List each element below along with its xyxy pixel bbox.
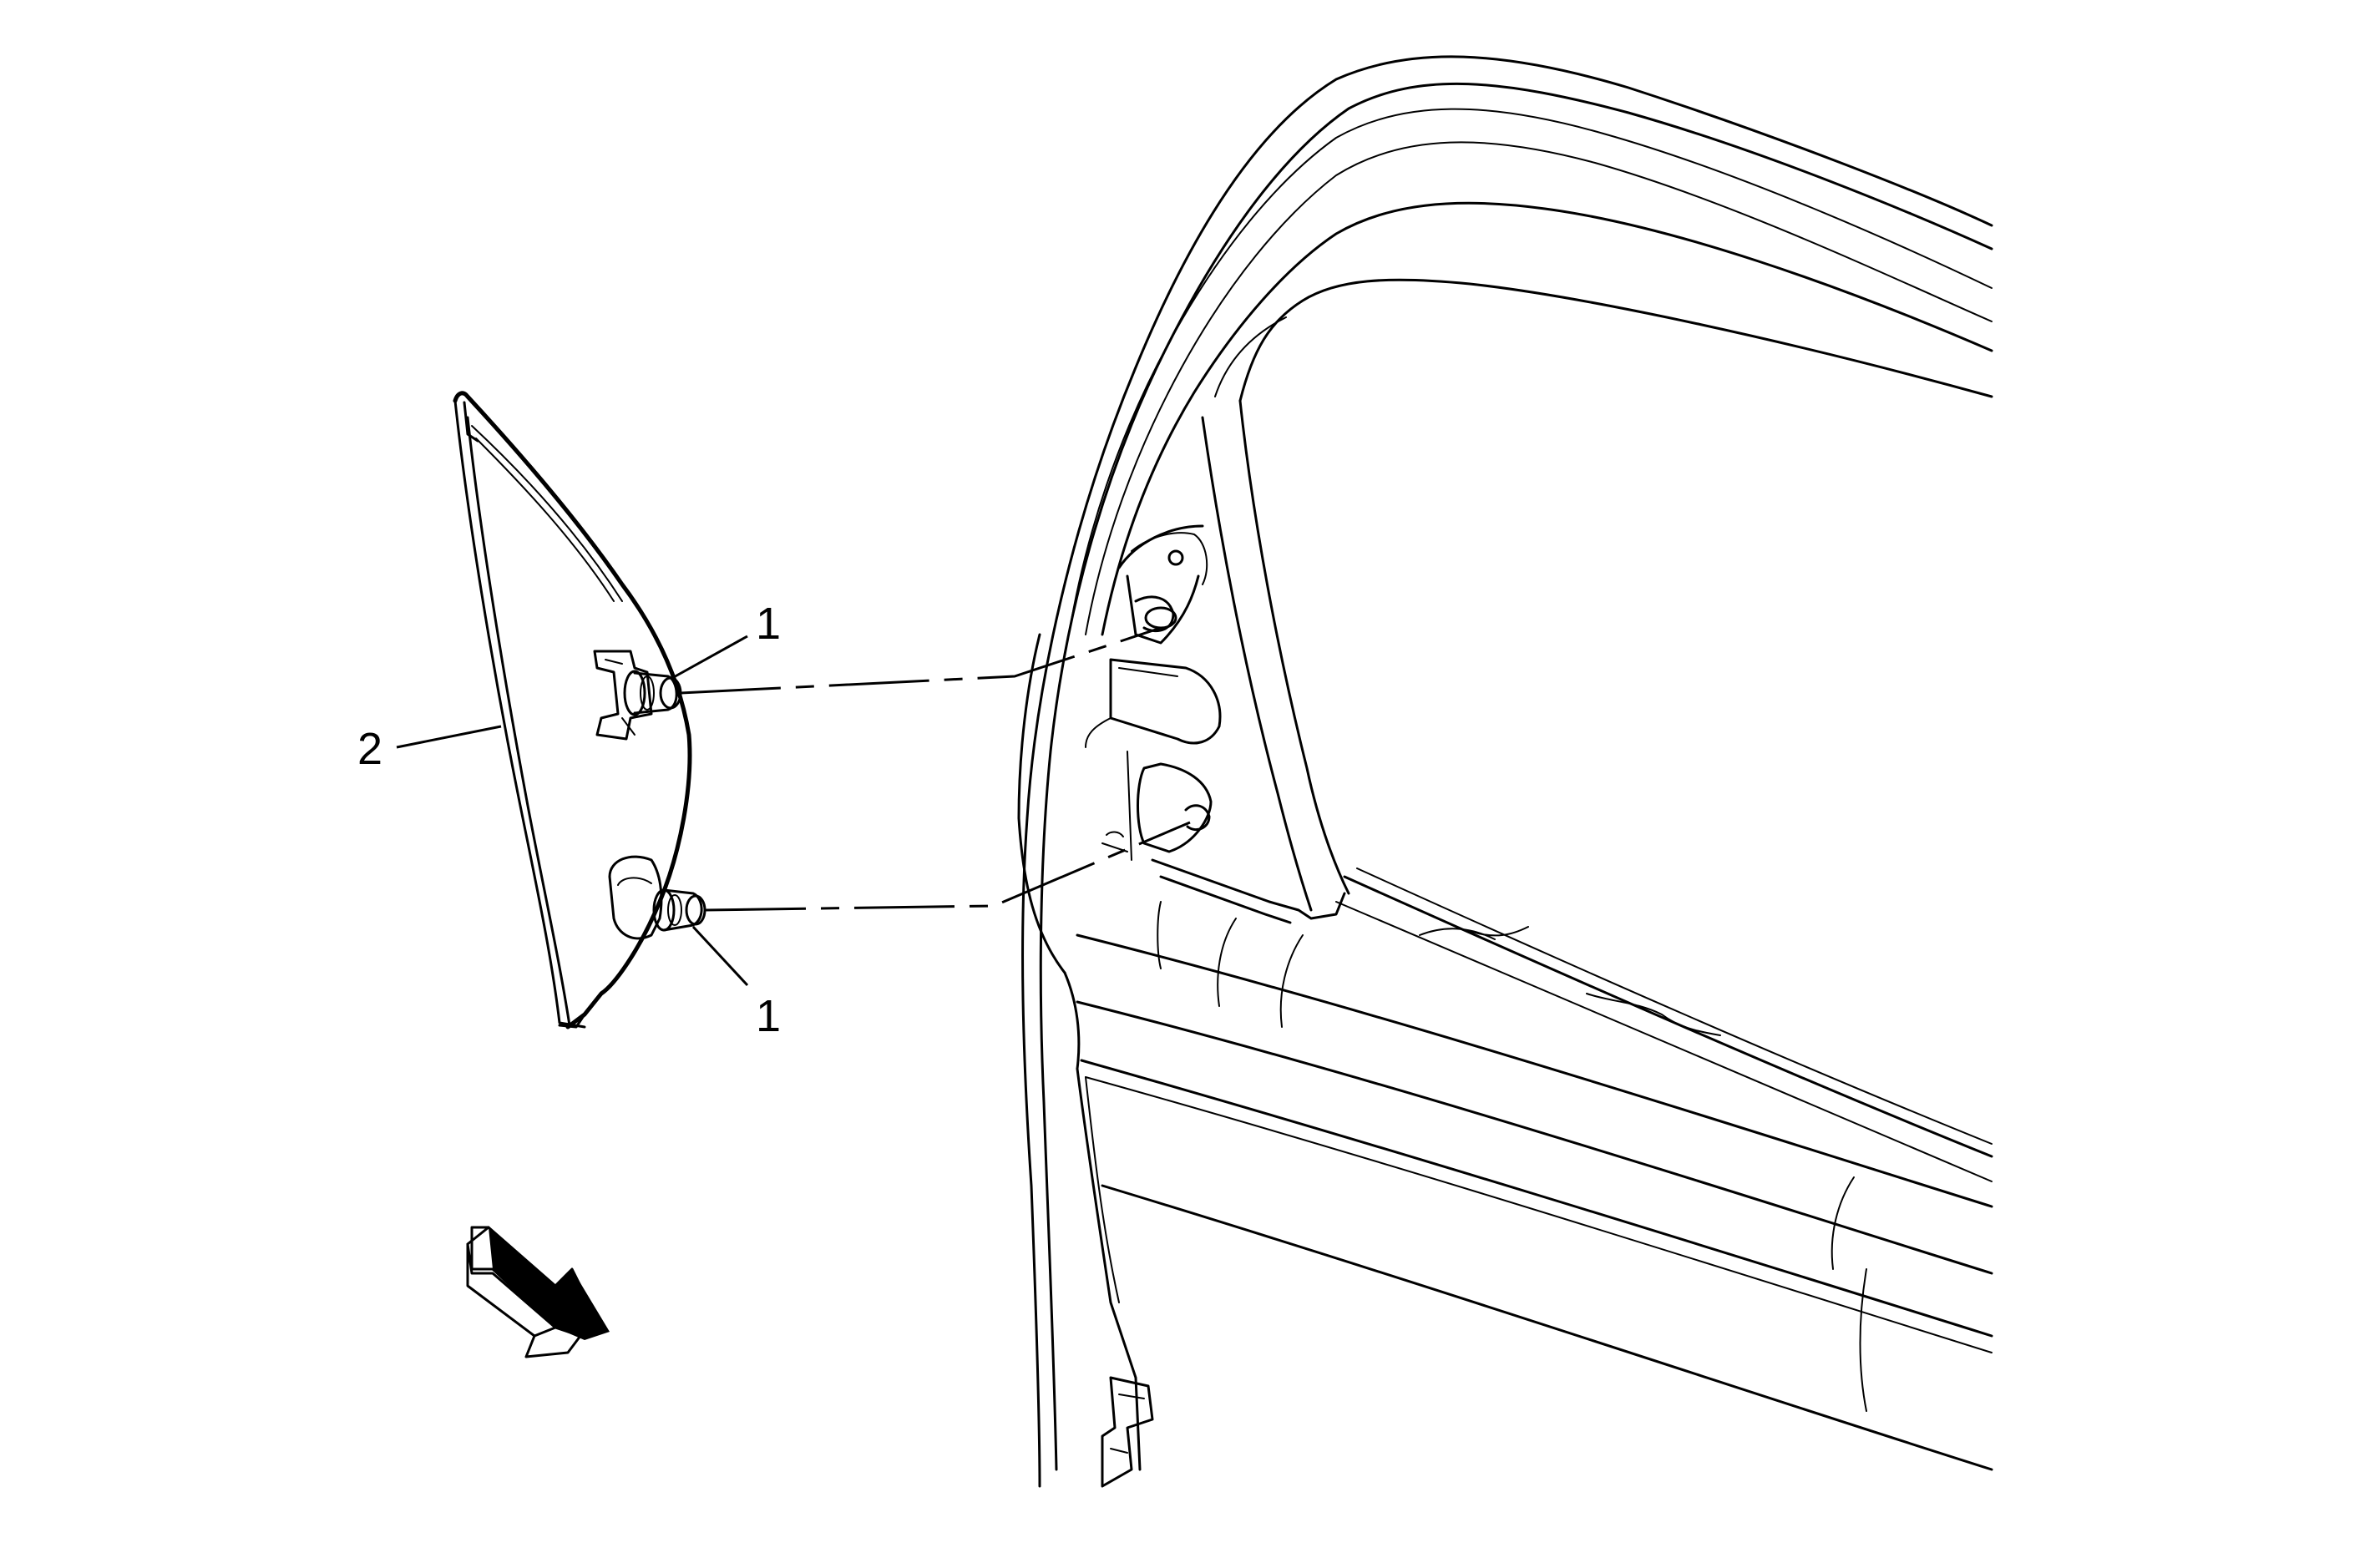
lower-fastener	[652, 888, 706, 932]
door-frame	[1017, 55, 1993, 1488]
callout-1-lower: 1	[756, 991, 781, 1041]
forward-direction-arrow-icon	[466, 1226, 610, 1358]
callout-1-upper: 1	[756, 599, 781, 649]
trim-panel	[453, 391, 706, 1029]
callout-2: 2	[357, 724, 382, 774]
callout-leaders	[396, 626, 1191, 987]
